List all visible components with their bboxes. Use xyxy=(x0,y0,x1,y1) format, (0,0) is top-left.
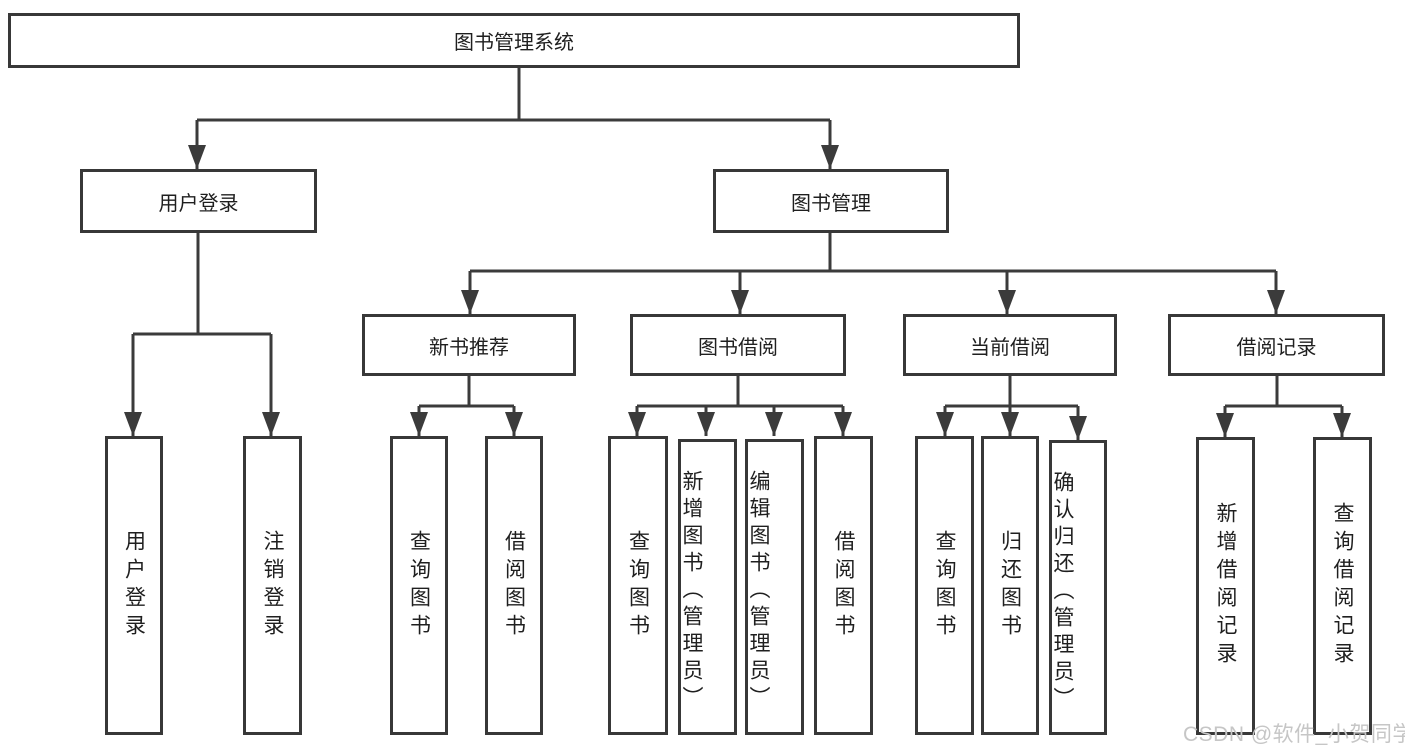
leaf-query-books-newbook-label: 查询图书 xyxy=(407,529,431,642)
leaf-query-books-borrow: 查询图书 xyxy=(608,436,668,735)
node-book-management: 图书管理 xyxy=(713,169,949,233)
node-user-login-label: 用户登录 xyxy=(158,192,239,215)
leaf-add-borrow-record: 新增借阅记录 xyxy=(1196,437,1255,735)
node-root-label: 图书管理系统 xyxy=(454,32,574,54)
leaf-borrow-books-borrow-label: 借阅图书 xyxy=(832,529,855,642)
node-new-book-recommendation-label: 新书推荐 xyxy=(429,336,509,359)
leaf-borrow-books-newbook: 借阅图书 xyxy=(485,436,543,735)
node-book-borrowing-label: 图书借阅 xyxy=(698,336,778,359)
leaf-add-borrow-record-label: 新增借阅记录 xyxy=(1214,502,1237,670)
leaf-confirm-return-admin-label: 确认归还（管理员） xyxy=(1051,470,1074,714)
node-borrowing-records: 借阅记录 xyxy=(1168,314,1385,376)
node-user-login: 用户登录 xyxy=(80,169,317,233)
node-current-borrowing-label: 当前借阅 xyxy=(970,336,1050,359)
node-book-management-label: 图书管理 xyxy=(791,192,871,215)
node-book-borrowing: 图书借阅 xyxy=(630,314,846,376)
csdn-watermark: CSDN @软件_小贺同学 xyxy=(1183,723,1405,746)
leaf-query-books-current-label: 查询图书 xyxy=(933,529,956,642)
node-new-book-recommendation: 新书推荐 xyxy=(362,314,576,376)
leaf-query-books-current: 查询图书 xyxy=(915,436,974,735)
leaf-return-books: 归还图书 xyxy=(981,436,1039,735)
node-borrowing-records-label: 借阅记录 xyxy=(1236,336,1317,359)
leaf-logout: 注销登录 xyxy=(243,436,302,735)
leaf-user-login: 用户登录 xyxy=(105,436,163,735)
leaf-edit-books-admin-label: 编辑图书（管理员） xyxy=(747,470,770,713)
leaf-borrow-books-borrow: 借阅图书 xyxy=(814,436,873,735)
leaf-query-books-newbook: 查询图书 xyxy=(390,436,448,735)
leaf-query-borrow-record-label: 查询借阅记录 xyxy=(1331,502,1354,670)
leaf-edit-books-admin: 编辑图书（管理员） xyxy=(745,439,804,735)
leaf-query-borrow-record: 查询借阅记录 xyxy=(1313,437,1372,735)
leaf-user-login-label: 用户登录 xyxy=(122,529,146,642)
leaf-add-books-admin: 新增图书（管理员） xyxy=(678,439,737,735)
leaf-return-books-label: 归还图书 xyxy=(998,529,1022,642)
leaf-confirm-return-admin: 确认归还（管理员） xyxy=(1049,440,1107,735)
node-root: 图书管理系统 xyxy=(8,13,1020,68)
leaf-borrow-books-newbook-label: 借阅图书 xyxy=(502,529,526,642)
node-current-borrowing: 当前借阅 xyxy=(903,314,1117,376)
leaf-query-books-borrow-label: 查询图书 xyxy=(626,529,650,642)
leaf-logout-label: 注销登录 xyxy=(261,529,284,642)
leaf-add-books-admin-label: 新增图书（管理员） xyxy=(680,470,703,713)
